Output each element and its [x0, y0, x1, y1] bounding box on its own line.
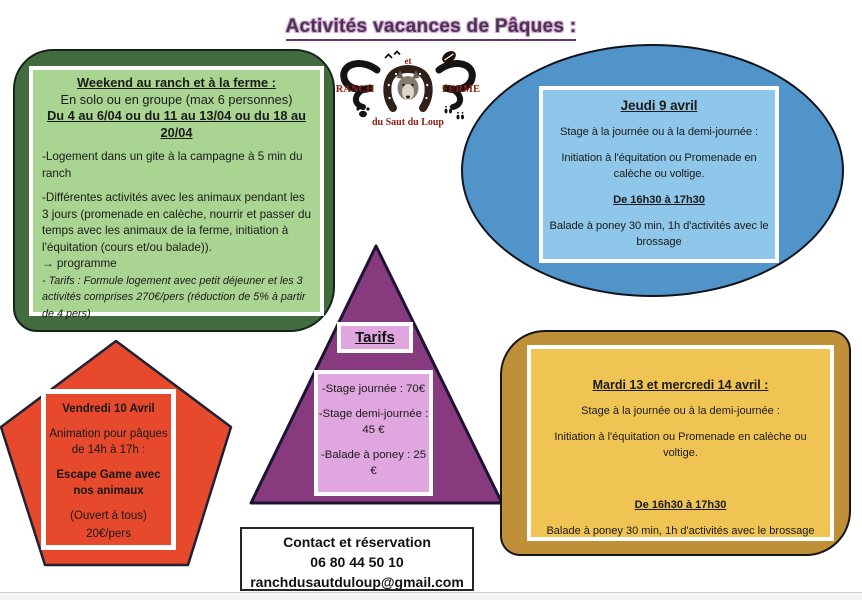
tarifs-label-text: Tarifs	[355, 329, 395, 346]
logo-et: et	[405, 56, 412, 66]
mardi-card: Mardi 13 et mercredi 14 avril : Stage à …	[500, 330, 851, 556]
page-title: Activités vacances de Pâques :	[285, 16, 577, 41]
vendredi-p3: (Ouvert à tous)	[70, 510, 147, 522]
logo-ferme: FERME	[442, 84, 480, 95]
tarifs-item-balade: -Balade à poney : 25 €	[320, 449, 427, 477]
mardi-card-inner: Mardi 13 et mercredi 14 avril : Stage à …	[527, 345, 834, 541]
vendredi-p2: Escape Game avec nos animaux	[56, 469, 161, 497]
jeudi-p1: Stage à la journée ou à la demi-journée …	[559, 126, 759, 138]
bean-icon	[442, 50, 456, 64]
weekend-p1: -Logement dans un gite à la campagne à 5…	[42, 150, 303, 180]
horseshoe-icon	[383, 65, 433, 112]
tarifs-item-stage-demi: -Stage demi-journée : 45 €	[318, 408, 429, 436]
logo-ranch: RANCH	[336, 84, 375, 95]
vendredi-price: 20€/pers	[86, 528, 131, 540]
jeudi-p2: Initiation à l'équitation ou Promenade e…	[561, 152, 757, 180]
jeudi-heading: Jeudi 9 avril	[620, 98, 698, 113]
vendredi-p1: Animation pour pâques de 14h à 17h :	[49, 428, 168, 456]
tarifs-item-stage-journee: -Stage journée : 70€	[321, 383, 426, 395]
paw-print-icon	[356, 105, 370, 118]
contact-heading: Contact et réservation	[283, 534, 431, 550]
mardi-time: De 16h30 à 17h30	[634, 499, 727, 511]
logo-tagline: du Saut du Loup	[372, 117, 444, 128]
mardi-p2: Initiation à l'équitation ou Promenade e…	[554, 431, 807, 459]
page-title-row: Activités vacances de Pâques :	[0, 16, 862, 41]
jeudi-ellipse: Jeudi 9 avril Stage à la journée ou à la…	[461, 44, 844, 297]
weekend-card-inner: Weekend au ranch et à la ferme : En solo…	[29, 66, 324, 320]
vendredi-heading: Vendredi 10 Avril	[62, 403, 155, 415]
page-edge	[0, 592, 862, 600]
weekend-tarifs-note: - Tarifs : Formule logement avec petit d…	[42, 274, 306, 320]
weekend-p2: -Différentes activités avec les animaux …	[42, 191, 311, 254]
wolf-icon	[397, 70, 419, 100]
jeudi-time: De 16h30 à 17h30	[613, 194, 705, 206]
weekend-card: Weekend au ranch et à la ferme : En solo…	[13, 49, 335, 332]
mardi-p1: Stage à la journée ou à la demi-journée …	[581, 405, 780, 417]
flourish-right-icon	[435, 60, 476, 110]
jeudi-card-inner: Jeudi 9 avril Stage à la journée ou à la…	[539, 86, 779, 263]
tarifs-label: Tarifs	[337, 322, 413, 353]
mardi-heading: Mardi 13 et mercredi 14 avril :	[592, 378, 769, 392]
vendredi-card-inner: Vendredi 10 Avril Animation pour pâques …	[41, 389, 176, 550]
mardi-p3: Balade à poney 30 min, 1h d'activités av…	[546, 525, 815, 537]
contact-phone: 06 80 44 50 10	[310, 554, 404, 570]
weekend-heading: Weekend au ranch et à la ferme :	[77, 75, 276, 90]
birds-icon	[384, 50, 401, 59]
weekend-subheading: En solo ou en groupe (max 6 personnes)	[60, 91, 293, 107]
hoof-prints-icon	[444, 105, 464, 120]
jeudi-p3: Balade à poney 30 min, 1h d'activités av…	[549, 220, 769, 248]
weekend-dates: Du 4 au 6/04 ou du 11 au 13/04 ou du 18 …	[47, 108, 306, 140]
contact-email: ranchdusautduloup@gmail.com	[250, 574, 464, 590]
flourish-left-icon	[340, 60, 381, 110]
weekend-p3: → programme	[42, 257, 117, 270]
tarifs-price-box: -Stage journée : 70€ -Stage demi-journée…	[314, 370, 433, 496]
contact-box: Contact et réservation 06 80 44 50 10 ra…	[240, 527, 474, 591]
ranch-logo: et RANCH FERME du Saut du Loup	[336, 50, 480, 128]
